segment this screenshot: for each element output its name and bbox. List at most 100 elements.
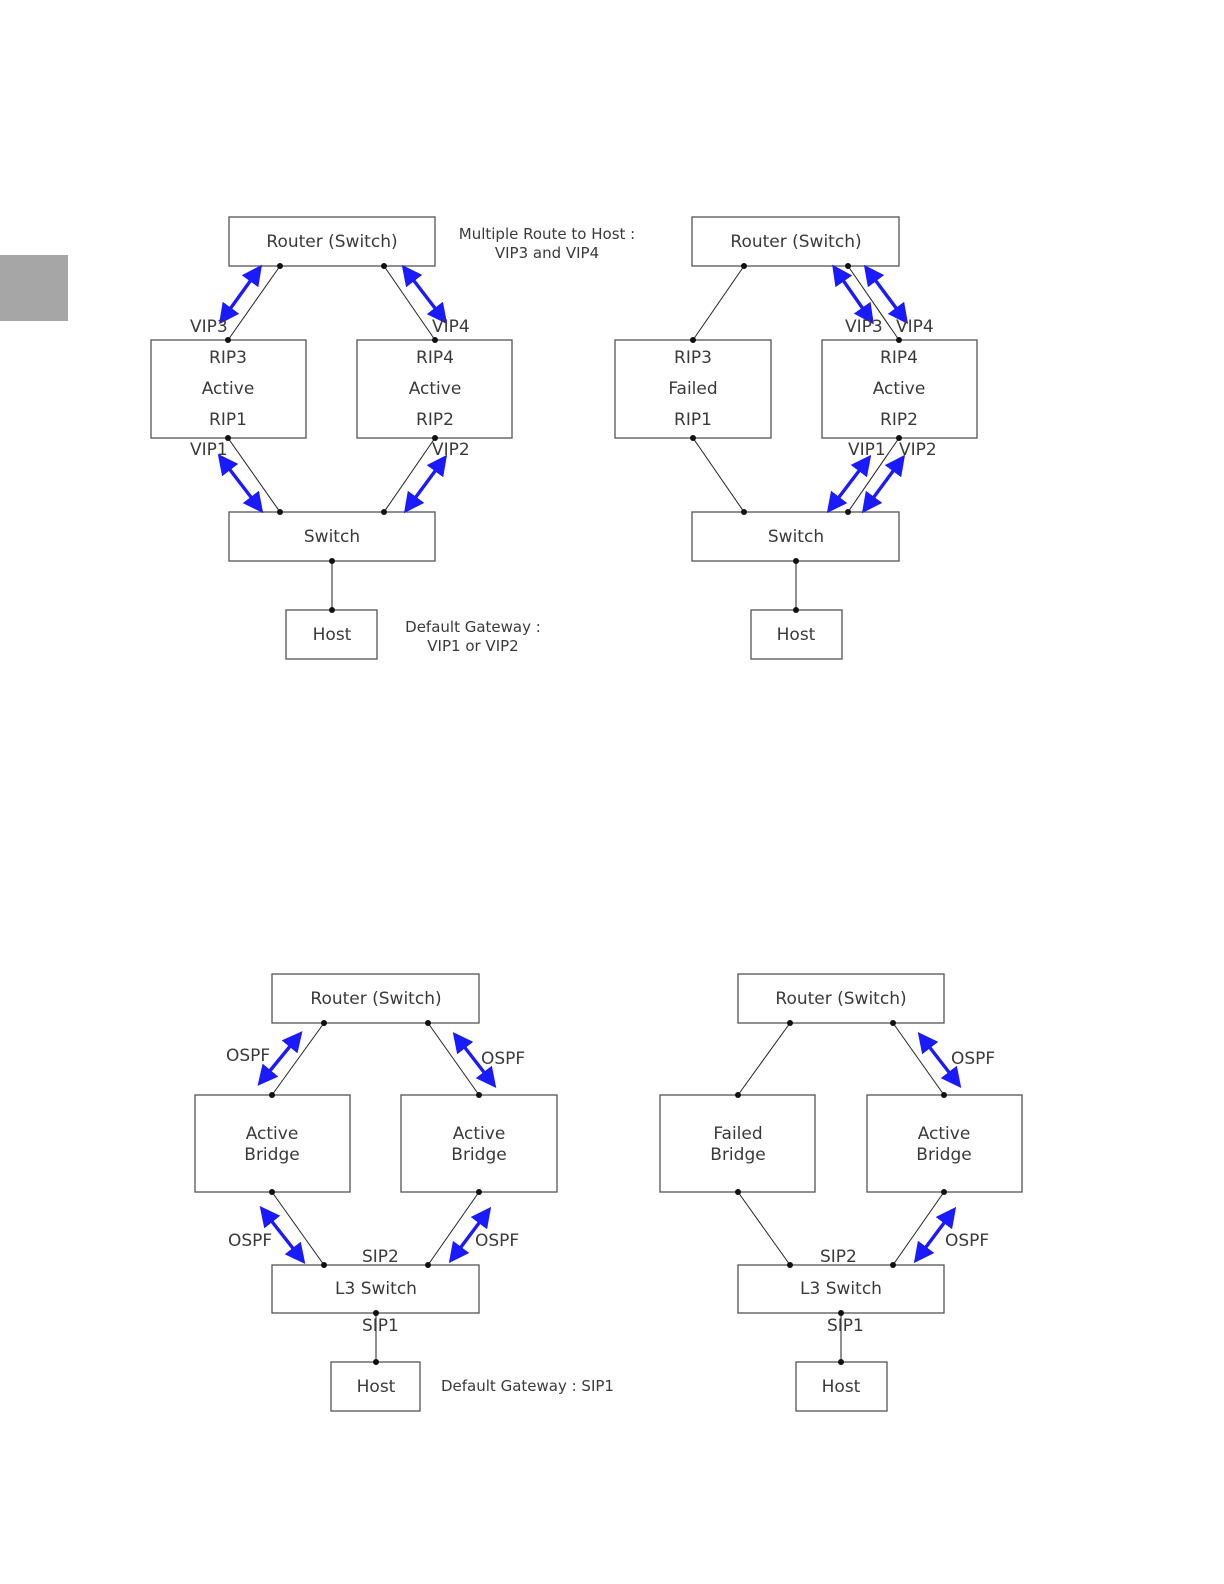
vip1-label: VIP1 — [190, 440, 228, 460]
flow-arrow-ospf-top-right — [917, 1031, 962, 1089]
note-route-line2: VIP3 and VIP4 — [495, 244, 599, 262]
l3-switch-label: L3 Switch — [800, 1279, 882, 1299]
host-box: Host — [285, 609, 378, 660]
vip3-label: VIP3 — [190, 317, 228, 337]
l3-switch-label: L3 Switch — [335, 1279, 417, 1299]
router-box: Router (Switch) — [691, 216, 900, 267]
ospf-label-bottom-right: OSPF — [945, 1231, 989, 1251]
ospf-label-bottom-right: OSPF — [475, 1231, 519, 1251]
diagram-vrrp-failover: Router (Switch) RIP3 Failed RIP1 RIP4 Ac… — [614, 216, 978, 660]
flow-arrow-vip3 — [832, 264, 874, 325]
sip2-label: SIP2 — [820, 1247, 857, 1267]
link-left-l3switch — [737, 1191, 791, 1266]
right-bridge-label: Bridge — [916, 1145, 971, 1165]
host-label: Host — [777, 625, 816, 645]
router-box: Router (Switch) — [228, 216, 436, 267]
left-bridge-status: Active — [246, 1124, 299, 1144]
sip2-label: SIP2 — [362, 1247, 399, 1267]
diagram-ospf-normal: Router (Switch) Active Bridge Active Bri… — [194, 973, 614, 1412]
host-label: Host — [822, 1377, 861, 1397]
ospf-label-top-left: OSPF — [226, 1046, 270, 1066]
sip1-label: SIP1 — [827, 1316, 864, 1336]
note-gateway-line2: VIP1 or VIP2 — [427, 637, 518, 655]
left-bridge-box: Failed Bridge — [659, 1094, 816, 1193]
sip1-label: SIP1 — [362, 1316, 399, 1336]
flow-arrow-vip3 — [219, 264, 262, 325]
left-bridge-label: Bridge — [244, 1145, 299, 1165]
switch-box: Switch — [228, 511, 436, 562]
right-node-rip2: RIP2 — [416, 410, 454, 430]
host-box: Host — [330, 1361, 421, 1412]
note-gateway: Default Gateway : SIP1 — [441, 1377, 614, 1395]
router-label: Router (Switch) — [310, 989, 441, 1009]
left-bridge-box: Active Bridge — [194, 1094, 351, 1193]
switch-label: Switch — [304, 527, 360, 547]
vip2-label: VIP2 — [432, 440, 470, 460]
router-label: Router (Switch) — [775, 989, 906, 1009]
ospf-label-top-right: OSPF — [951, 1049, 995, 1069]
left-node-rip1: RIP1 — [674, 410, 712, 430]
page-tab-marker — [0, 255, 68, 321]
link-left-switch — [692, 437, 745, 513]
host-label: Host — [357, 1377, 396, 1397]
flow-arrow-vip2 — [861, 454, 906, 514]
vip4-label: VIP4 — [432, 317, 470, 337]
diagram-vrrp-normal: Router (Switch) RIP3 Active RIP1 RIP4 Ac… — [150, 216, 635, 660]
link-right-l3switch — [892, 1191, 945, 1266]
switch-box: Switch — [691, 511, 900, 562]
flow-arrow-vip1 — [826, 454, 872, 514]
left-bridge-label: Bridge — [710, 1145, 765, 1165]
vip1-label: VIP1 — [848, 440, 886, 460]
l3-switch-box: L3 Switch — [737, 1264, 945, 1314]
flow-arrow-ospf-bottom-right — [448, 1206, 492, 1264]
router-label: Router (Switch) — [730, 232, 861, 252]
left-node-rip3: RIP3 — [209, 348, 247, 368]
right-bridge-status: Active — [453, 1124, 506, 1144]
left-bridge-status: Failed — [713, 1124, 762, 1144]
right-node-status: Active — [409, 379, 462, 399]
right-node-rip4: RIP4 — [880, 348, 918, 368]
flow-arrow-ospf-top-right — [452, 1031, 497, 1089]
flow-arrow-ospf-bottom-left — [259, 1205, 306, 1265]
flow-arrow-ospf-bottom-right — [913, 1206, 957, 1264]
right-node-box: RIP4 Active RIP2 — [821, 339, 978, 439]
left-node-status: Failed — [668, 379, 717, 399]
switch-label: Switch — [768, 527, 824, 547]
flow-arrow-vip2 — [403, 454, 448, 514]
flow-arrow-ospf-top-left — [257, 1031, 303, 1086]
note-route-line1: Multiple Route to Host : — [459, 225, 635, 243]
vip2-label: VIP2 — [899, 440, 937, 460]
right-node-status: Active — [873, 379, 926, 399]
router-label: Router (Switch) — [266, 232, 397, 252]
left-node-box: RIP3 Failed RIP1 — [614, 339, 772, 439]
l3-switch-box: L3 Switch — [271, 1264, 480, 1314]
right-node-rip2: RIP2 — [880, 410, 918, 430]
right-node-rip4: RIP4 — [416, 348, 454, 368]
right-bridge-status: Active — [918, 1124, 971, 1144]
right-bridge-box: Active Bridge — [400, 1094, 558, 1193]
link-router-left — [737, 1022, 791, 1096]
router-box: Router (Switch) — [271, 973, 480, 1024]
link-right-switch — [383, 437, 436, 513]
left-node-rip1: RIP1 — [209, 410, 247, 430]
right-bridge-label: Bridge — [451, 1145, 506, 1165]
left-node-rip3: RIP3 — [674, 348, 712, 368]
host-label: Host — [313, 625, 352, 645]
link-router-right — [427, 1022, 480, 1096]
left-node-box: RIP3 Active RIP1 — [150, 339, 307, 439]
host-box: Host — [795, 1361, 888, 1412]
left-node-status: Active — [202, 379, 255, 399]
vip3-label: VIP3 — [845, 317, 883, 337]
diagram-ospf-failover: Router (Switch) Failed Bridge Active Bri… — [659, 973, 1023, 1412]
flow-arrow-vip4 — [401, 264, 448, 325]
ospf-label-bottom-left: OSPF — [228, 1231, 272, 1251]
note-gateway-line1: Default Gateway : — [405, 618, 541, 636]
link-router-left — [692, 265, 745, 341]
host-box: Host — [750, 609, 843, 660]
right-bridge-box: Active Bridge — [866, 1094, 1023, 1193]
link-right-l3switch — [427, 1191, 480, 1266]
ospf-label-top-right: OSPF — [481, 1049, 525, 1069]
right-node-box: RIP4 Active RIP2 — [356, 339, 513, 439]
flow-arrow-vip1 — [217, 453, 264, 514]
